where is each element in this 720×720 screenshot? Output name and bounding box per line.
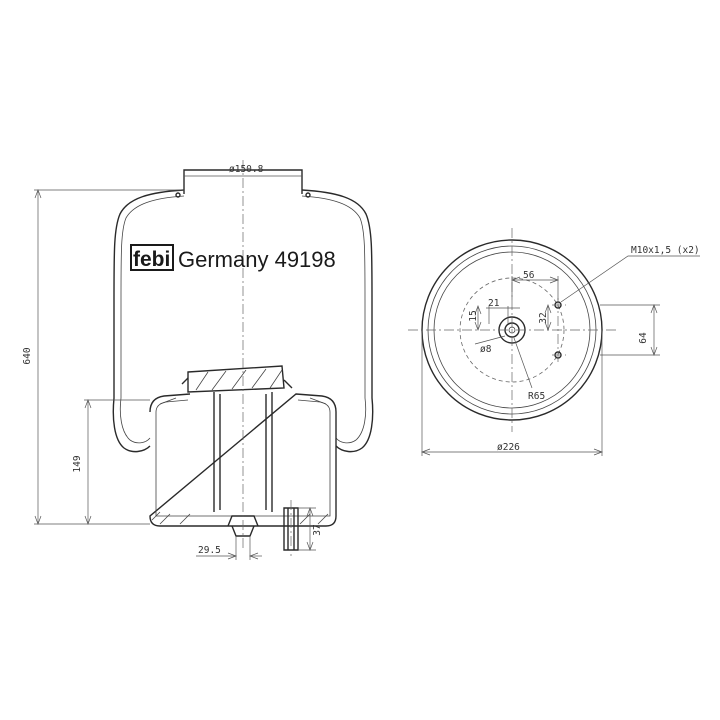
- bolt-circle-radius-label: R65: [528, 391, 545, 402]
- top-plate-dia-label: ø150.8: [229, 164, 264, 175]
- logo-frame: [130, 244, 174, 271]
- bolt-offset-label: 32: [538, 312, 549, 323]
- bolt-spacing-label: 56: [523, 270, 535, 281]
- inner-dia-label: ø8: [480, 344, 492, 355]
- bellows-outer: [112, 189, 374, 453]
- pin-length-label: 37: [312, 524, 323, 535]
- vertical-offset-label: 64: [638, 332, 649, 344]
- piston-height-label: 149: [72, 455, 83, 472]
- top-cap: [187, 365, 285, 393]
- outer-dia-label: ø226: [497, 442, 520, 453]
- side-view: 640 149 29.5 37 ø150.8: [22, 160, 374, 560]
- pin-offset-label: 29.5: [198, 545, 221, 556]
- bellows-inner: [119, 195, 367, 444]
- piston-outer: [149, 393, 337, 527]
- total-height-label: 640: [22, 347, 33, 364]
- center-hole-dia-label: 21: [488, 298, 500, 309]
- brand-block: febi Germany 49198: [130, 244, 336, 272]
- center-offset-label: 15: [468, 310, 479, 321]
- top-view: M10x1,5 (x2) 56 32 21 15 ø8 R65 64: [408, 228, 700, 456]
- bolt-circle: [459, 277, 565, 383]
- thread-spec-label: M10x1,5 (x2): [631, 245, 700, 256]
- brand-label: Germany 49198: [178, 247, 336, 272]
- febi-logo: febi: [133, 248, 170, 271]
- center-tube: [213, 392, 273, 512]
